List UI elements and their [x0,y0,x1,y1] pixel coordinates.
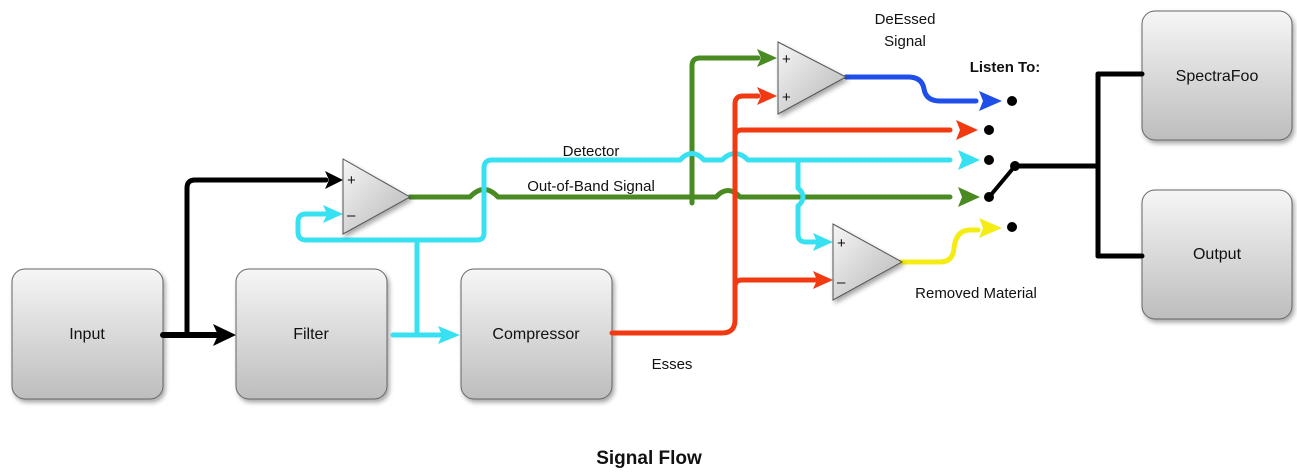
output-block-label: Output [1193,246,1242,263]
out-of-band-signal-label: Out-of-Band Signal [527,178,655,195]
listen-to-label: Listen To: [970,59,1041,76]
amplifier-top [777,41,848,115]
compressor-block-label: Compressor [492,326,580,343]
switch-contact-esses [984,125,994,135]
amplifier-bottom-plus: + [837,235,846,252]
amplifier-left-plus: + [347,172,356,189]
spectrafoo-block-label: SpectraFoo [1176,68,1259,85]
deessed-signal-label-line1: DeEssed [875,11,936,28]
removed-material-label: Removed Material [915,285,1037,302]
amplifier-left [342,158,412,235]
amplifier-bottom-minus: – [837,274,846,291]
listen-selector-switch [984,71,1145,259]
input-block-label: Input [69,326,105,343]
detector-label: Detector [563,143,620,160]
esses-signal-path [609,87,978,336]
deessed-signal-path [843,74,1002,111]
switch-contact-deessed [1007,96,1017,106]
deessed-signal-label-line2: Signal [884,33,926,50]
diagram-caption: Signal Flow [596,448,702,469]
amplifier-top-plus-2: + [782,89,791,106]
amplifier-bottom [832,223,904,301]
esses-label: Esses [652,356,693,373]
detector-signal-path [295,150,980,344]
switch-contact-removed [1007,222,1017,232]
input-signal-path [160,171,343,346]
filter-block [235,268,388,400]
switch-contact-detector [984,155,994,165]
amplifier-top-plus-1: + [782,51,791,68]
amplifier-left-minus: – [347,207,356,224]
filter-block-label: Filter [293,326,329,343]
removed-material-path [897,218,1002,265]
